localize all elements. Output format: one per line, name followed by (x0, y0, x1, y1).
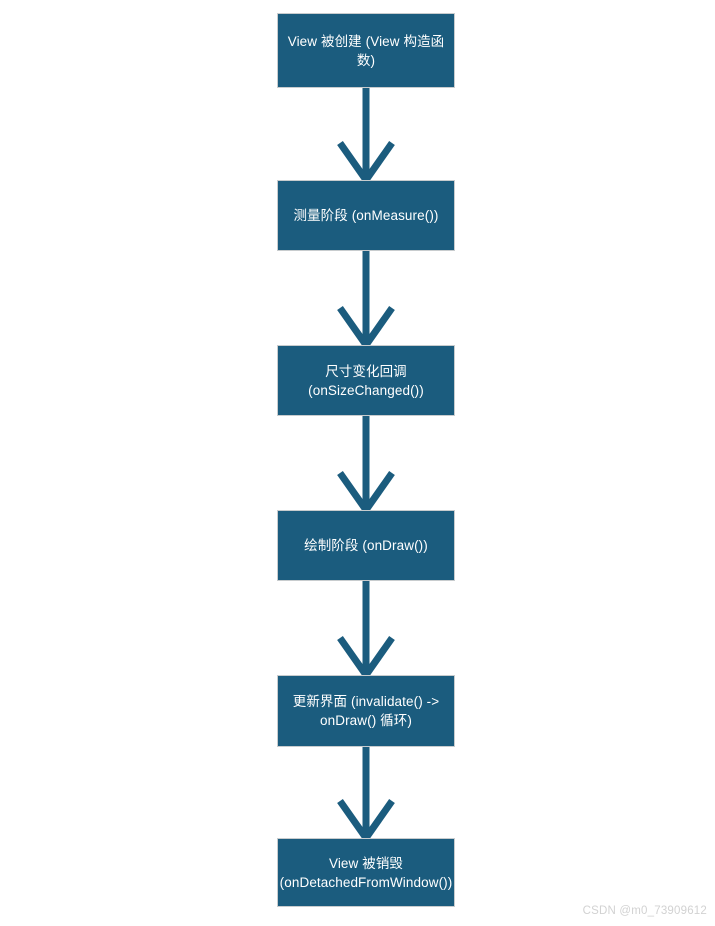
node-view-created[interactable]: View 被创建 (View 构造函数) (277, 13, 455, 88)
flow-node-label: 更新界面 (invalidate() -> onDraw() 循环) (292, 694, 440, 728)
node-view-destroyed[interactable]: View 被销毁 (onDetachedFromWindow()) (277, 838, 455, 907)
flow-node-label: 测量阶段 (onMeasure()) (293, 208, 439, 223)
flow-node-label: 尺寸变化回调 (onSizeChanged()) (308, 363, 424, 398)
node-size-changed[interactable]: 尺寸变化回调 (onSizeChanged()) (277, 345, 455, 416)
node-invalidate[interactable]: 更新界面 (invalidate() -> onDraw() 循环) (277, 675, 455, 747)
flow-node-label: View 被销毁 (onDetachedFromWindow()) (279, 855, 453, 890)
node-draw[interactable]: 绘制阶段 (onDraw()) (277, 510, 455, 581)
node-measure[interactable]: 测量阶段 (onMeasure()) (277, 180, 455, 251)
watermark: CSDN @m0_73909612 (582, 905, 707, 917)
flow-node-label: 绘制阶段 (onDraw()) (304, 538, 428, 553)
flow-node-label: View 被创建 (View 构造函数) (287, 33, 445, 68)
